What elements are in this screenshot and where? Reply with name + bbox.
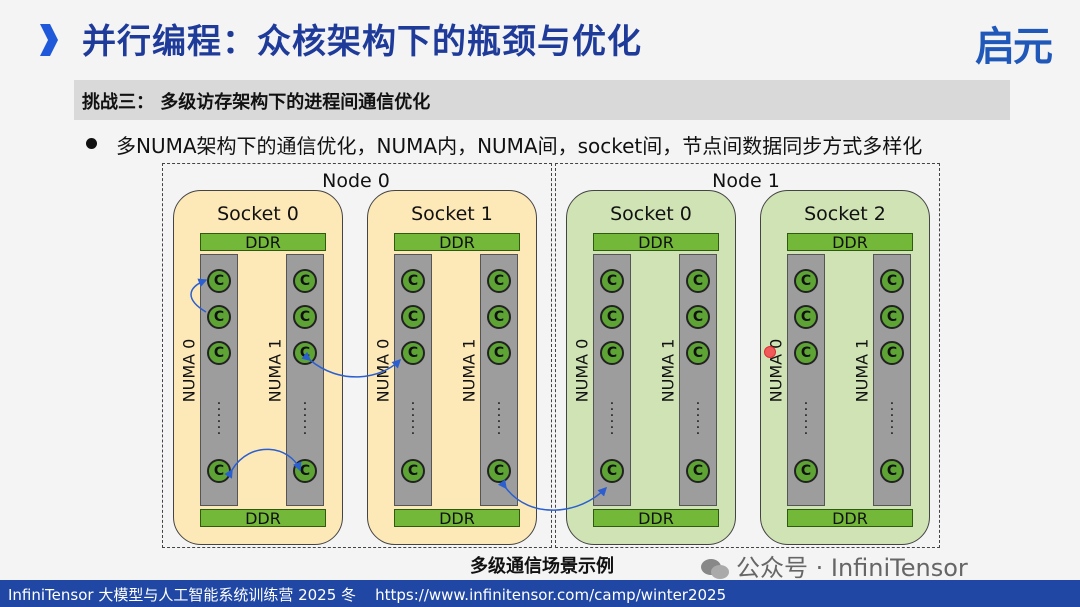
- chevron-right-icon: [40, 24, 58, 56]
- core-icon: C: [600, 459, 624, 483]
- watermark-text: 公众号 · InfiniTensor: [736, 554, 968, 582]
- ddr-bottom: DDR: [787, 509, 913, 527]
- core-icon: C: [686, 305, 710, 329]
- core-icon: C: [686, 459, 710, 483]
- cursor-pointer: [764, 346, 776, 358]
- page-title: 并行编程：众核架构下的瓶颈与优化: [82, 22, 642, 62]
- ellipsis: ......: [695, 392, 701, 438]
- core-icon: C: [794, 269, 818, 293]
- core-icon: C: [487, 341, 511, 365]
- arrow-inter-numa: [224, 448, 302, 479]
- core-icon: C: [880, 459, 904, 483]
- ddr-top: DDR: [394, 233, 520, 251]
- challenge-label: 挑战三： 多级访存架构下的进程间通信优化: [82, 92, 431, 113]
- core-icon: C: [207, 269, 231, 293]
- core-icon: C: [686, 341, 710, 365]
- footer-text: InfiniTensor 大模型与人工智能系统训练营 2025 冬 https:…: [8, 586, 727, 604]
- arrow-inter-socket: [301, 351, 402, 378]
- core-icon: C: [293, 305, 317, 329]
- core-icon: C: [401, 305, 425, 329]
- ellipsis: ......: [889, 392, 895, 438]
- watermark: 公众号 · InfiniTensor: [700, 548, 968, 583]
- challenge-banner: 挑战三： 多级访存架构下的进程间通信优化: [74, 80, 1010, 120]
- core-icon: C: [401, 269, 425, 293]
- ddr-bottom: DDR: [593, 509, 719, 527]
- arrow-inter-node: [497, 479, 608, 511]
- bullet-icon: [86, 138, 97, 149]
- core-icon: C: [401, 459, 425, 483]
- arrow-intra-numa: [190, 278, 208, 313]
- core-icon: C: [880, 341, 904, 365]
- ellipsis: ......: [803, 392, 809, 438]
- socket-label: Socket 1: [411, 203, 493, 225]
- socket-label: Socket 0: [610, 203, 692, 225]
- ddr-bottom: DDR: [394, 509, 520, 527]
- core-icon: C: [293, 459, 317, 483]
- bullet-text: 多NUMA架构下的通信优化，NUMA内，NUMA间，socket间，节点间数据同…: [116, 134, 923, 158]
- ellipsis: ......: [609, 392, 615, 438]
- core-icon: C: [880, 269, 904, 293]
- core-icon: C: [600, 305, 624, 329]
- core-icon: C: [880, 305, 904, 329]
- node-1-box: [555, 163, 940, 548]
- node-1-label: Node 1: [712, 170, 780, 192]
- core-icon: C: [794, 341, 818, 365]
- ddr-bottom: DDR: [200, 509, 326, 527]
- ddr-top: DDR: [200, 233, 326, 251]
- wechat-icon: [701, 559, 729, 579]
- core-icon: C: [794, 459, 818, 483]
- ellipsis: ......: [216, 392, 222, 438]
- core-icon: C: [487, 305, 511, 329]
- core-icon: C: [686, 269, 710, 293]
- socket-label: Socket 0: [217, 203, 299, 225]
- core-icon: C: [794, 305, 818, 329]
- ellipsis: ......: [496, 392, 502, 438]
- node-0-label: Node 0: [322, 170, 390, 192]
- ddr-top: DDR: [593, 233, 719, 251]
- core-icon: C: [600, 269, 624, 293]
- diagram-caption: 多级通信场景示例: [470, 556, 614, 577]
- socket-label: Socket 2: [804, 203, 886, 225]
- core-icon: C: [207, 305, 231, 329]
- core-icon: C: [293, 269, 317, 293]
- core-icon: C: [207, 341, 231, 365]
- core-icon: C: [600, 341, 624, 365]
- core-icon: C: [487, 269, 511, 293]
- ellipsis: ......: [302, 392, 308, 438]
- ddr-top: DDR: [787, 233, 913, 251]
- core-icon: C: [401, 341, 425, 365]
- ellipsis: ......: [410, 392, 416, 438]
- node-0-box: [162, 163, 552, 548]
- footer-bar: InfiniTensor 大模型与人工智能系统训练营 2025 冬 https:…: [0, 580, 1080, 607]
- logo: 启元: [975, 24, 1053, 70]
